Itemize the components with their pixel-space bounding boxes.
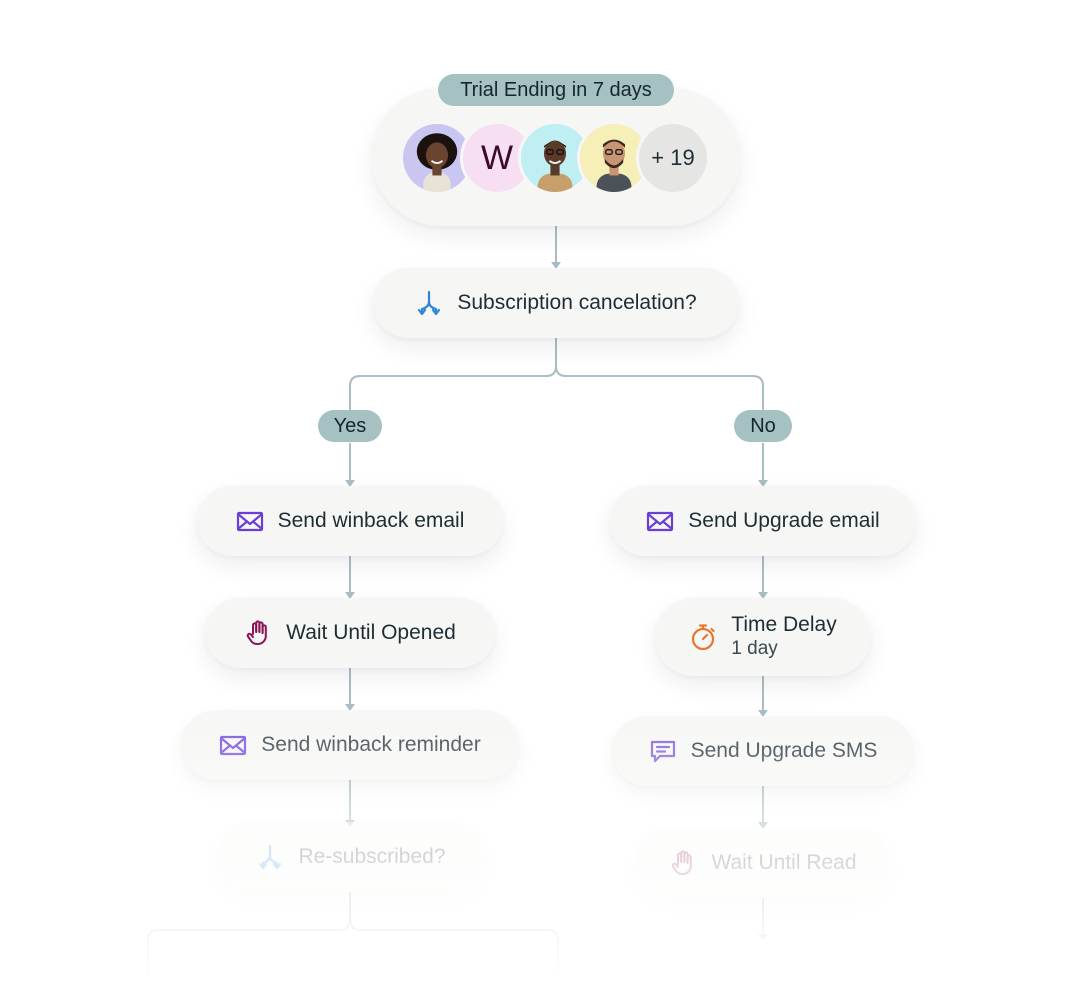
- step-send-winback-email[interactable]: Send winback email: [197, 486, 503, 556]
- step-send-upgrade-sms[interactable]: Send Upgrade SMS: [612, 716, 914, 786]
- arrowhead: [758, 480, 768, 487]
- time-delay-duration: 1 day: [731, 638, 778, 659]
- arrowhead: [758, 710, 768, 717]
- hand-icon: [669, 849, 697, 877]
- time-delay-label: Time Delay: [731, 613, 837, 636]
- arrowhead: [345, 704, 355, 711]
- step-wait-until-opened[interactable]: Wait Until Opened: [205, 598, 495, 668]
- trigger-label: Trial Ending in 7 days: [460, 78, 652, 101]
- branch-yes-pill[interactable]: Yes: [318, 410, 382, 442]
- step-wait-until-read[interactable]: Wait Until Read: [636, 828, 890, 898]
- step-send-upgrade-email[interactable]: Send Upgrade email: [610, 486, 916, 556]
- split-icon: [256, 843, 284, 871]
- person-avatar-icon: [403, 124, 471, 192]
- arrowhead: [345, 592, 355, 599]
- branch-no-pill[interactable]: No: [734, 410, 792, 442]
- hand-icon: [244, 619, 272, 647]
- arrowhead: [758, 934, 768, 941]
- step-re-subscribed[interactable]: Re-subscribed?: [218, 822, 484, 892]
- avatar-more-count: + 19: [636, 121, 710, 195]
- step-time-delay[interactable]: Time Delay 1 day: [655, 598, 871, 676]
- connector-condition-no: [555, 365, 764, 410]
- mail-icon: [236, 507, 264, 535]
- stopwatch-icon: [689, 623, 717, 651]
- sms-icon: [649, 737, 677, 765]
- arrowhead: [758, 592, 768, 599]
- step-send-winback-reminder[interactable]: Send winback reminder: [181, 710, 519, 780]
- mail-icon: [219, 731, 247, 759]
- connector-condition-yes: [349, 338, 557, 410]
- condition-label: Subscription cancelation?: [457, 291, 697, 314]
- connector-yes-below: [147, 892, 351, 984]
- arrowhead: [345, 480, 355, 487]
- mail-icon: [646, 507, 674, 535]
- avatar: [518, 121, 592, 195]
- connector-yes-below-right: [349, 917, 559, 984]
- person-avatar-icon: [521, 124, 589, 192]
- avatar: [400, 121, 474, 195]
- condition-node[interactable]: Subscription cancelation?: [373, 268, 739, 338]
- split-icon: [415, 289, 443, 317]
- arrowhead: [551, 262, 561, 269]
- trigger-label-pill: Trial Ending in 7 days: [438, 74, 674, 106]
